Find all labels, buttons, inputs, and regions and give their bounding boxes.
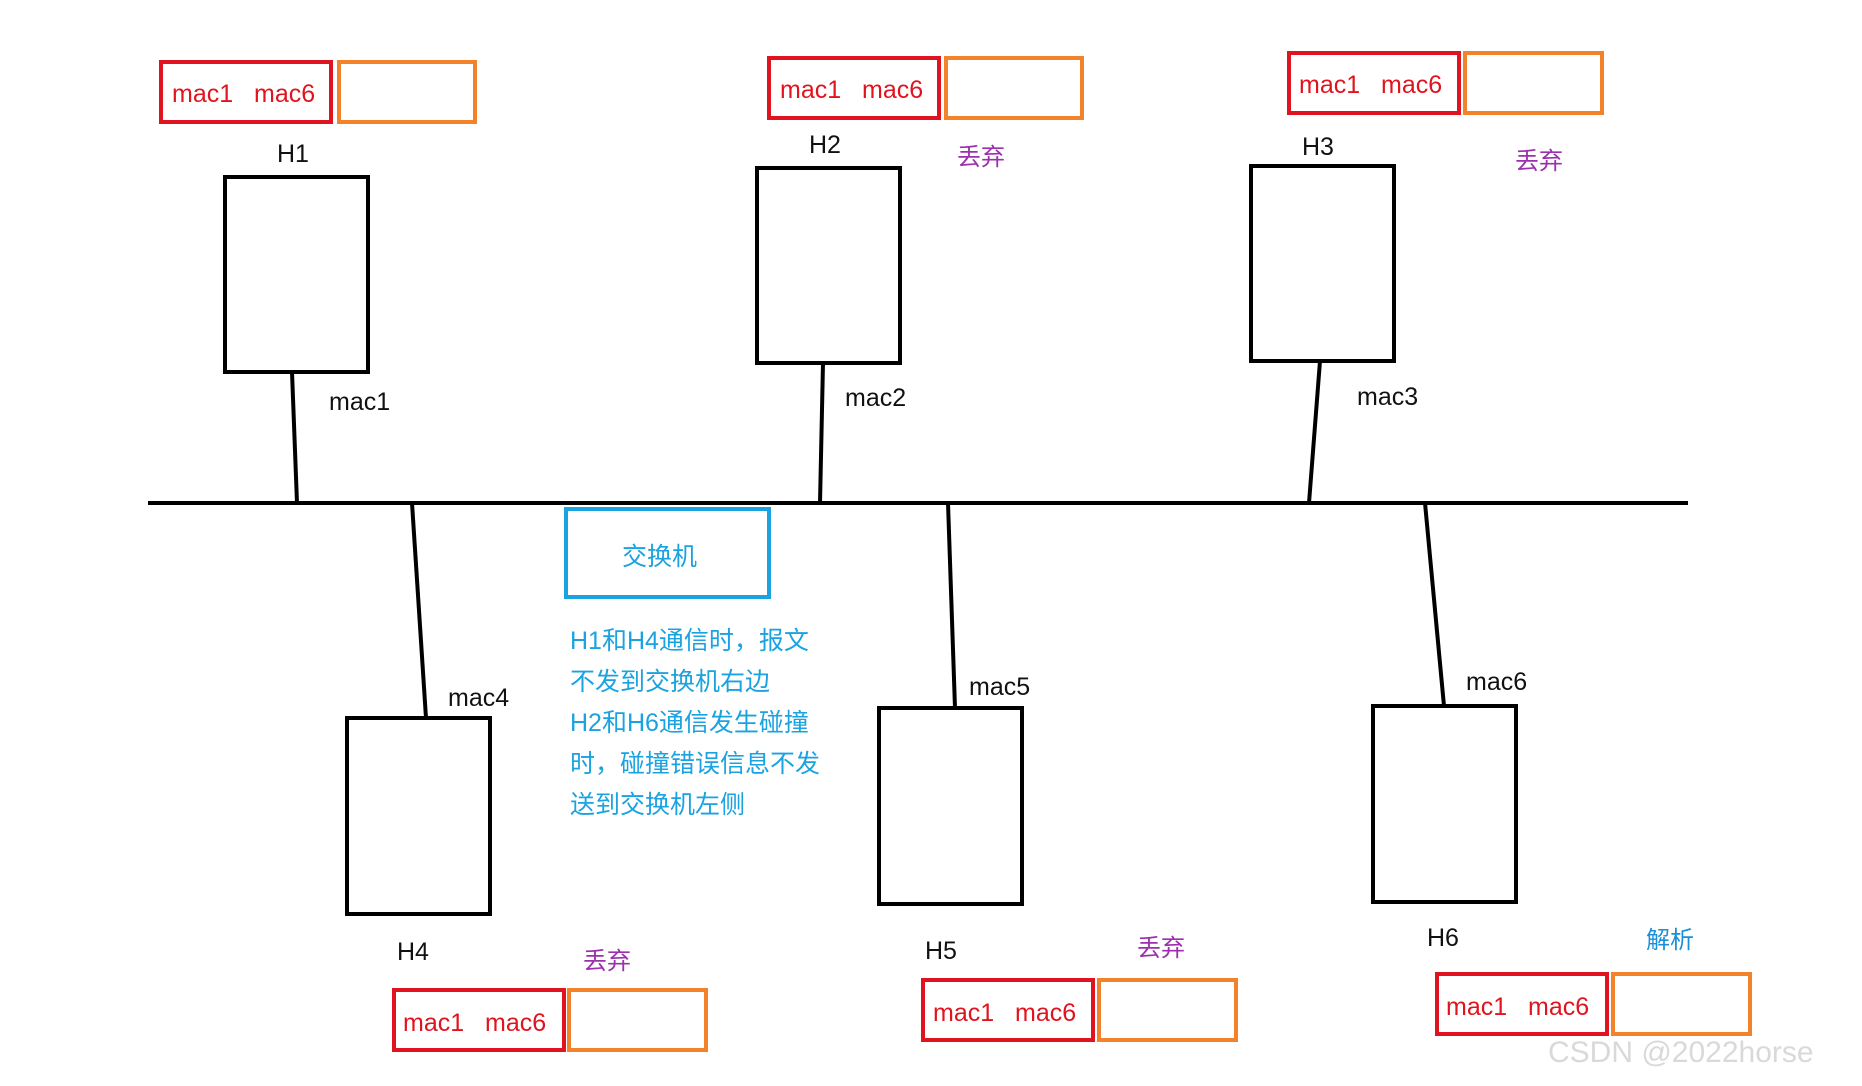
host-mac: mac4 [448, 684, 509, 712]
host-link [818, 362, 825, 504]
note-line: H1和H4通信时，报文 [570, 627, 809, 655]
frame-payload-box [1611, 972, 1752, 1036]
switch-box [564, 507, 771, 599]
frame-src: mac1 [780, 76, 841, 104]
host-box [1371, 704, 1518, 904]
host-h4: mac4 H4 丢弃 mac1 mac6 [345, 502, 708, 1052]
host-h5: mac5 H5 丢弃 mac1 mac6 [877, 502, 1238, 1042]
switch: 交换机 [564, 507, 771, 599]
frame-dst: mac6 [1528, 993, 1589, 1021]
host-link [1423, 502, 1446, 707]
frame-mac-box [767, 56, 941, 120]
host-mac: mac5 [969, 673, 1030, 701]
host-name: H2 [809, 131, 841, 159]
host-mac: mac3 [1357, 383, 1418, 411]
frame-src: mac1 [1446, 993, 1507, 1021]
note-line: 不发到交换机右边 [570, 668, 770, 696]
host-h6: mac6 H6 解析 mac1 mac6 [1371, 502, 1752, 1036]
switch-label: 交换机 [622, 543, 697, 571]
frame-dst: mac6 [254, 80, 315, 108]
host-box [1249, 164, 1396, 363]
host-action: 丢弃 [1515, 148, 1563, 175]
note-line: 时，碰撞错误信息不发 [570, 750, 820, 778]
host-action: 丢弃 [1137, 935, 1185, 962]
frame-src: mac1 [933, 999, 994, 1027]
frame-dst: mac6 [485, 1009, 546, 1037]
note-line: H2和H6通信发生碰撞 [570, 709, 809, 737]
frame-src: mac1 [403, 1009, 464, 1037]
frame-payload-box [944, 56, 1084, 120]
host-action: 解析 [1646, 927, 1694, 954]
host-action: 丢弃 [583, 948, 631, 975]
frame-dst: mac6 [862, 76, 923, 104]
host-name: H1 [277, 140, 309, 168]
frame-payload-box [1097, 978, 1238, 1042]
host-name: H6 [1427, 924, 1459, 952]
host-h3: mac1 mac6 丢弃 H3 mac3 [1249, 51, 1604, 504]
frame-dst: mac6 [1015, 999, 1076, 1027]
host-link [1307, 360, 1322, 504]
frame-src: mac1 [1299, 71, 1360, 99]
note-line: 送到交换机左侧 [570, 791, 745, 819]
host-box [345, 716, 492, 916]
host-link [290, 371, 299, 504]
host-name: H3 [1302, 133, 1334, 161]
host-h2: mac1 mac6 丢弃 H2 mac2 [755, 56, 1084, 504]
explanation-note: H1和H4通信时，报文 不发到交换机右边 H2和H6通信发生碰撞 时，碰撞错误信… [570, 627, 820, 819]
host-h1: mac1 mac6 H1 mac1 [159, 60, 477, 504]
host-mac: mac1 [329, 388, 390, 416]
frame-mac-box [159, 60, 333, 124]
frame-mac-box [392, 988, 566, 1052]
host-action: 丢弃 [957, 144, 1005, 171]
host-link [946, 502, 957, 709]
host-mac: mac2 [845, 384, 906, 412]
host-box [877, 706, 1024, 906]
host-name: H5 [925, 937, 957, 965]
host-box [755, 166, 902, 365]
host-name: H4 [397, 938, 429, 966]
host-link [410, 502, 428, 719]
frame-mac-box [921, 978, 1095, 1042]
frame-payload-box [337, 60, 477, 124]
frame-mac-box [1435, 972, 1609, 1036]
host-box [223, 175, 370, 374]
frame-payload-box [1463, 51, 1604, 115]
host-mac: mac6 [1466, 668, 1527, 696]
frame-src: mac1 [172, 80, 233, 108]
frame-dst: mac6 [1381, 71, 1442, 99]
frame-mac-box [1287, 51, 1461, 115]
frame-payload-box [567, 988, 708, 1052]
watermark: CSDN @2022horse [1548, 1036, 1814, 1069]
